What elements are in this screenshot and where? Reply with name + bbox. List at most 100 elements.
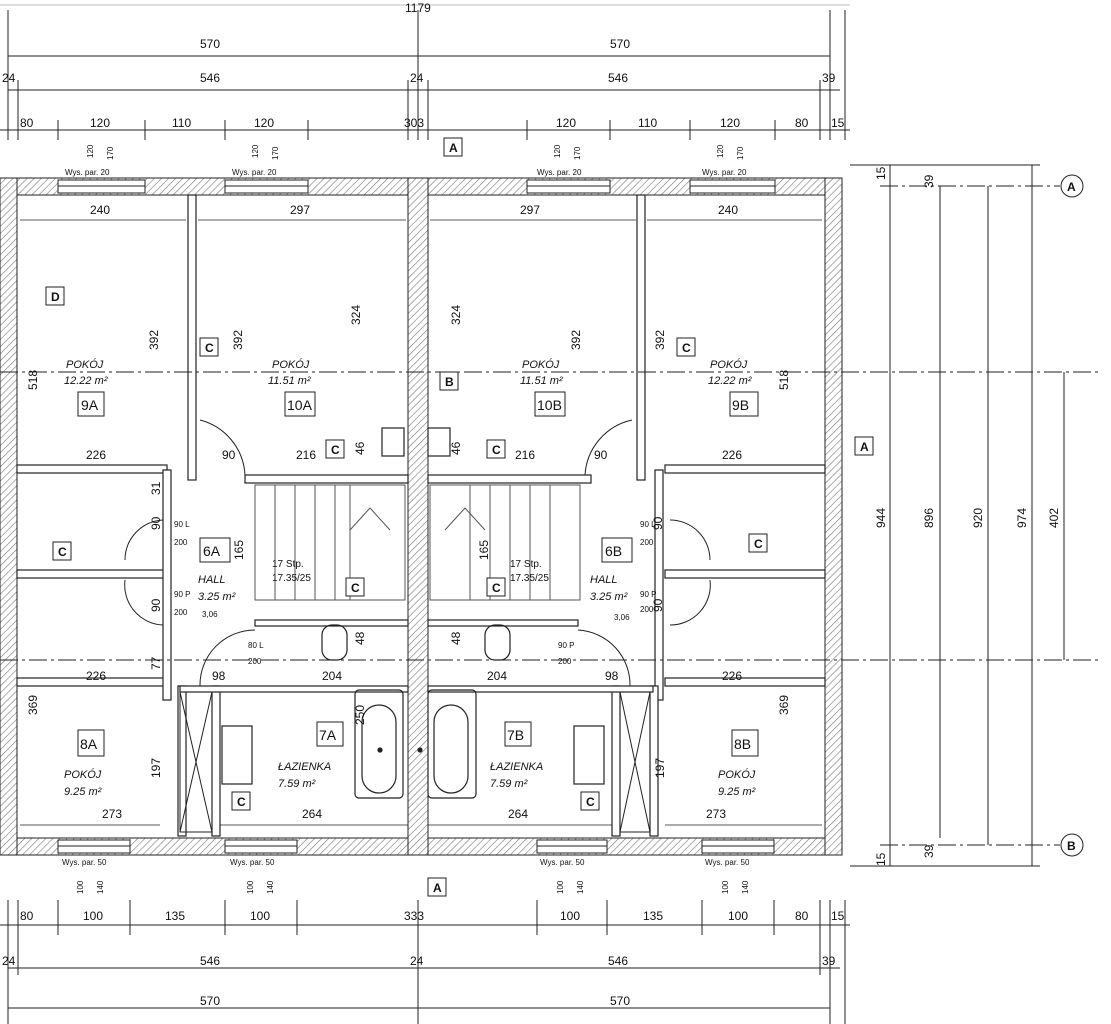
section-c: C [58, 545, 67, 559]
bot-24-left: 24 [2, 954, 16, 968]
bathroom-fixtures [221, 427, 605, 799]
bot-open-6: 135 [643, 909, 663, 923]
window-label-bottom-1: Wys. par. 50 [62, 858, 107, 867]
room-7a: 7A ŁAZIENKA 7.59 m² [278, 721, 344, 790]
ww-4b: 170 [736, 146, 745, 160]
bot-open-0: 80 [20, 909, 34, 923]
top-dimensions [0, 4, 850, 140]
dim-392-1: 392 [147, 330, 161, 350]
dim-273-r: 273 [706, 807, 726, 821]
interior-walls [16, 194, 826, 837]
bw-2a: 100 [246, 880, 255, 894]
section-b: B [445, 375, 454, 389]
room-number: 9A [81, 397, 99, 413]
room-number: 7A [319, 727, 337, 743]
dim-392-4: 392 [653, 330, 667, 350]
section-c: C [586, 795, 595, 809]
dim-273-l: 273 [102, 807, 122, 821]
room-6a: 6A HALL 3.25 m² [198, 537, 236, 603]
window-label-top-4: Wys. par. 20 [702, 168, 747, 177]
dim-324-l: 324 [349, 305, 363, 325]
ww-2a: 120 [251, 144, 260, 158]
dim-392-2: 392 [231, 330, 245, 350]
axis-markers [1060, 174, 1084, 857]
ww-4a: 120 [716, 144, 725, 158]
ww-3a: 120 [553, 144, 562, 158]
door-swings [124, 419, 711, 687]
dim-369-r: 369 [777, 695, 791, 715]
section-c: C [492, 581, 501, 595]
bw-2b: 140 [266, 880, 275, 894]
dim-39-right: 39 [822, 71, 836, 85]
ww-1b: 170 [106, 146, 115, 160]
dim-46-r: 46 [449, 441, 463, 455]
dim-226-3: 226 [86, 669, 106, 683]
dim-98-r: 98 [605, 669, 619, 683]
room-name: ŁAZIENKA [490, 761, 543, 773]
dim-392-3: 392 [569, 330, 583, 350]
section-c: C [754, 537, 763, 551]
dim-920: 920 [971, 508, 985, 528]
top-open-6: 110 [638, 116, 657, 130]
dim-98-l: 98 [212, 669, 226, 683]
room-name: POKÓJ [522, 358, 560, 371]
section-d: D [51, 290, 60, 304]
room-10b: POKÓJ 11.51 m² 10B [520, 358, 566, 417]
bot-open-3: 100 [250, 909, 270, 923]
room-area: 9.25 m² [64, 786, 102, 798]
dim-226-2: 226 [722, 448, 742, 462]
dim-324-r: 324 [449, 305, 463, 325]
dim-570-right: 570 [610, 37, 630, 51]
dim-896: 896 [922, 508, 936, 528]
room-name: POKÓJ [710, 358, 748, 371]
room-name: POKÓJ [718, 768, 756, 781]
bw-4b: 140 [741, 880, 750, 894]
axis-b: B [1067, 839, 1076, 853]
section-c: C [331, 443, 340, 457]
section-a-right: A [860, 440, 869, 454]
room-area: 9.25 m² [718, 786, 756, 798]
room-dim-lines [20, 219, 822, 826]
dim-90-6: 90 [651, 598, 665, 612]
section-marker-labels: A A A B D C C C C C C C C C C [51, 141, 869, 895]
room-area: 12.22 m² [64, 375, 108, 387]
ww-3b: 170 [573, 146, 582, 160]
bw-3b: 140 [576, 880, 585, 894]
top-window-width-labels: 120 170 120 170 120 170 120 170 [86, 144, 745, 160]
dim-518-r: 518 [777, 370, 791, 390]
bot-570-right: 570 [610, 994, 630, 1008]
bot-open-9: 15 [831, 909, 845, 923]
room-9a: POKÓJ 12.22 m² 9A [64, 358, 108, 417]
bottom-dimensions [0, 900, 850, 1024]
dim-297-l: 297 [290, 203, 310, 217]
room-area: 3.25 m² [590, 591, 628, 603]
level-mark: 3,06 [614, 613, 630, 622]
door-label: 200 [248, 657, 262, 666]
dim-31: 31 [149, 481, 163, 495]
section-a-top: A [449, 141, 458, 155]
room-8b: 8B POKÓJ 9.25 m² [718, 729, 759, 798]
room-number: 8A [80, 736, 98, 752]
door-label: 200 [558, 657, 572, 666]
window-label-bottom-3: Wys. par. 50 [540, 858, 585, 867]
bw-1b: 140 [96, 880, 105, 894]
dim-15-bottom: 15 [874, 852, 888, 866]
room-dim-texts: 240 297 297 240 392 392 324 324 392 392 … [26, 203, 791, 821]
section-c: C [205, 341, 214, 355]
bw-4a: 100 [721, 880, 730, 894]
dim-197-l: 197 [149, 758, 163, 778]
grid-axes [0, 185, 1100, 846]
dim-240-l: 240 [90, 203, 110, 217]
stair-steps-right: 17 Stp. [510, 559, 542, 570]
dim-204-r: 204 [487, 669, 507, 683]
door-label: 90 L [174, 520, 190, 529]
bot-24-mid: 24 [410, 954, 424, 968]
door-label: 200 [174, 608, 188, 617]
room-7b: 7B ŁAZIENKA 7.59 m² [490, 721, 543, 790]
dim-518-l: 518 [26, 370, 40, 390]
window-label-top-3: Wys. par. 20 [537, 168, 582, 177]
bot-open-2: 135 [165, 909, 185, 923]
stair-spec-right: 17.35/25 [510, 573, 549, 584]
room-area: 11.51 m² [268, 375, 311, 387]
bot-open-4: 333 [404, 909, 424, 923]
